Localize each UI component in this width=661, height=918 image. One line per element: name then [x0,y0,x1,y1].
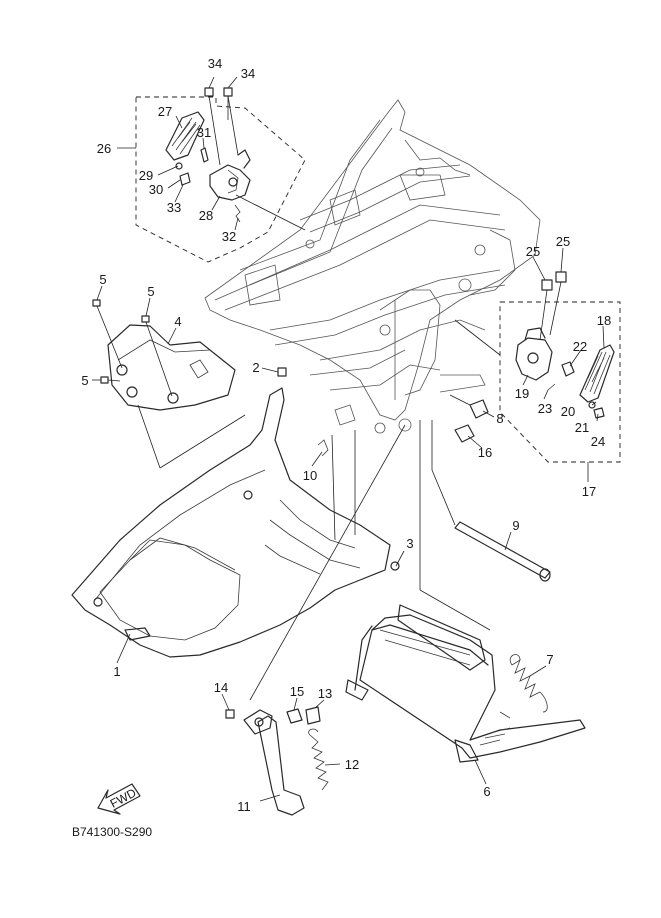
callout-21: 21 [575,420,589,435]
main-stand-shaft [431,394,551,582]
callout-8: 8 [496,411,503,426]
callout-31: 31 [197,125,211,140]
callout-5-left: 5 [81,373,88,388]
callout-15: 15 [290,684,304,699]
callout-25-left: 25 [526,244,540,259]
diagram-code: B741300-S290 [72,825,152,839]
callout-34-left: 34 [208,56,222,71]
footrest-bracket [209,164,251,201]
passenger-footrest-group-left [135,87,306,263]
callout-23: 23 [538,401,552,416]
callout-12: 12 [345,757,359,772]
callout-19: 19 [515,386,529,401]
callout-5-top: 5 [99,272,106,287]
callout-9: 9 [512,518,519,533]
callout-25-right: 25 [556,234,570,249]
callout-18: 18 [597,313,611,328]
inner-cover-small [92,299,246,469]
callout-2: 2 [252,360,259,375]
callout-14: 14 [214,680,228,695]
callout-17: 17 [582,484,596,499]
callout-11: 11 [237,799,251,814]
fwd-label: FWD [108,785,139,810]
footboard-cover [71,367,400,658]
callout-22: 22 [573,339,587,354]
leader-lines [92,76,605,802]
callout-labels: 1 2 3 4 5 5 5 6 7 8 9 10 11 12 13 14 15 … [81,56,611,814]
callout-1: 1 [113,664,120,679]
callout-33: 33 [167,200,181,215]
callout-26: 26 [97,141,111,156]
main-frame [204,99,541,434]
callout-20: 20 [561,404,575,419]
callout-27: 27 [158,104,172,119]
fwd-arrow-icon: FWD [97,783,141,815]
callout-10: 10 [303,468,317,483]
callout-28: 28 [199,208,213,223]
callout-16: 16 [478,445,492,460]
callout-7: 7 [546,652,553,667]
passenger-footrest-group-right [454,271,621,463]
callout-4: 4 [174,314,181,329]
callout-6: 6 [483,784,490,799]
callout-32: 32 [222,229,236,244]
callout-24: 24 [591,434,605,449]
callout-13: 13 [318,686,332,701]
callout-34-right: 34 [241,66,255,81]
footrest-rubber [165,111,205,161]
callout-3: 3 [406,536,413,551]
main-stand [345,420,586,763]
callout-30: 30 [149,182,163,197]
side-stand [225,424,406,816]
callout-29: 29 [139,168,153,183]
callout-5-mid: 5 [147,284,154,299]
